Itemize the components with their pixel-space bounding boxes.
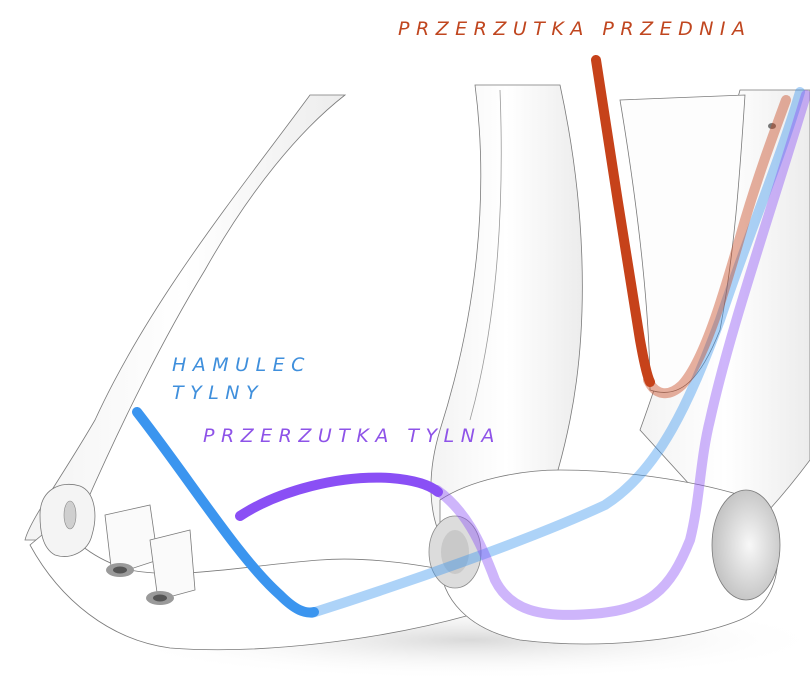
front-derailleur-route-internal [643,95,791,399]
bottom-bracket-shell [439,469,778,645]
rear-brake-label-line1: HAMULEC [172,354,311,376]
front-derailleur-label: PRZERZUTKA PRZEDNIA [398,18,752,40]
chainstay-port-inner [441,530,469,574]
front-derailleur-route [591,55,655,387]
brake-mount-bosses [104,504,196,605]
rear-brake-label-line2: TYLNY [172,382,265,404]
rear-derailleur-label: PRZERZUTKA TYLNA [203,425,501,447]
rear-derailleur-route [235,472,443,521]
rear-brake-route-internal [307,87,805,618]
rear-brake-route [132,407,319,618]
rear-brake-label: HAMULEC TYLNY [172,351,311,407]
down-tube-port [768,123,776,129]
seat-tube-front [619,94,746,393]
seat-tube-edge [469,89,502,421]
bottom-bracket-bore [711,489,781,601]
rear-derailleur-route-internal [432,90,810,620]
dropout-hole [63,500,77,530]
